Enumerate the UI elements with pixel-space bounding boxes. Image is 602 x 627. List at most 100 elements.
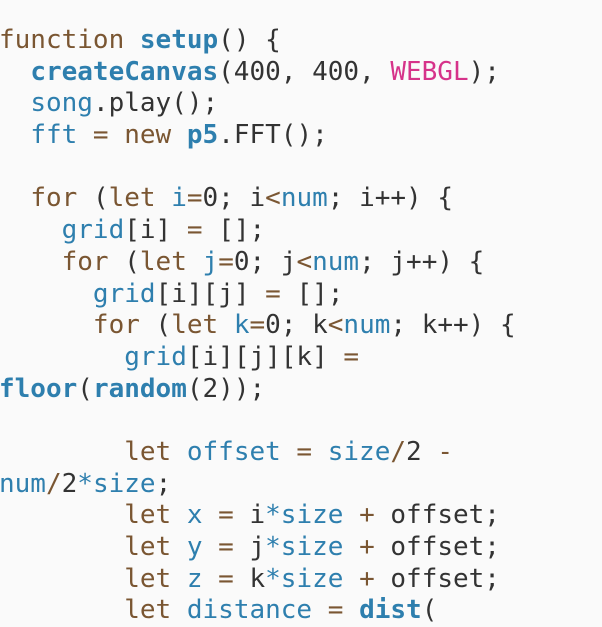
code-token: =	[249, 310, 266, 341]
code-token: <	[265, 183, 281, 214]
code-line[interactable]: grid[i][j][k] =	[0, 342, 516, 374]
code-token: <	[296, 246, 313, 277]
code-line[interactable]: floor(random(2));	[0, 374, 516, 406]
code-token: offset;	[390, 532, 500, 562]
code-token	[0, 183, 30, 213]
code-token: floor	[0, 373, 78, 404]
code-token: for	[92, 310, 156, 341]
code-token: let	[124, 532, 187, 562]
code-token: let	[171, 310, 234, 341]
code-token: size	[327, 436, 391, 467]
code-token	[0, 564, 124, 594]
code-token: size	[280, 563, 344, 594]
code-token: () {	[218, 25, 281, 55]
code-line[interactable]: for (let j=0; j<num; j++) {	[0, 247, 516, 279]
code-token: createCanvas	[30, 56, 219, 87]
code-token: (	[155, 310, 172, 341]
code-token: i	[249, 500, 266, 531]
code-token: +	[343, 500, 391, 531]
code-token: offset	[186, 436, 281, 467]
code-token: ; j++) {	[359, 246, 485, 277]
code-line[interactable]: let y = j*size + offset;	[0, 532, 516, 564]
code-token: setup	[139, 25, 219, 55]
code-token: (	[124, 246, 140, 277]
code-token: num	[343, 310, 391, 341]
code-token	[0, 500, 124, 530]
code-token: k	[249, 563, 266, 594]
code-token: =	[218, 246, 234, 277]
code-token: num	[280, 183, 328, 214]
code-token: +	[343, 532, 391, 562]
code-token: ;	[155, 468, 172, 499]
code-token: -	[437, 436, 453, 467]
code-token: WEBGL	[390, 56, 469, 87]
code-token	[0, 215, 62, 245]
code-token: 0; j	[233, 246, 297, 277]
code-token	[0, 120, 30, 150]
code-token: p5	[186, 120, 219, 151]
code-token: [];	[218, 215, 266, 246]
code-line[interactable]: grid[i][j] = [];	[0, 279, 516, 311]
code-token: let	[124, 595, 187, 626]
code-token: dist	[359, 595, 422, 626]
code-line[interactable]: function setup() {	[0, 25, 516, 57]
code-line[interactable]: song.play();	[0, 88, 516, 120]
code-token	[0, 88, 30, 118]
code-token: /	[390, 436, 407, 467]
code-token: random	[92, 373, 187, 404]
code-line[interactable]	[0, 405, 516, 437]
code-editor[interactable]: function setup() { createCanvas(400, 400…	[0, 25, 516, 627]
code-token: new	[124, 120, 187, 151]
code-token: for	[30, 183, 93, 214]
code-token: song	[30, 88, 93, 119]
code-token: for	[61, 246, 125, 277]
code-line[interactable]	[0, 152, 516, 184]
code-token: size	[92, 468, 156, 499]
code-token: size	[280, 532, 344, 562]
code-token: *	[265, 563, 281, 594]
code-line[interactable]: num/2*size;	[0, 469, 516, 501]
code-token: =	[265, 278, 297, 309]
code-token: *	[77, 468, 93, 499]
code-token: =	[343, 341, 360, 372]
code-line[interactable]: fft = new p5.FFT();	[0, 120, 516, 152]
code-token: +	[343, 563, 391, 594]
code-line[interactable]: createCanvas(400, 400, WEBGL);	[0, 57, 516, 89]
code-line[interactable]: let z = k*size + offset;	[0, 564, 516, 596]
code-token	[0, 247, 62, 277]
code-token	[0, 57, 30, 87]
code-token: z	[186, 563, 203, 594]
code-token: size	[280, 500, 344, 531]
code-line[interactable]: for (let i=0; i<num; i++) {	[0, 183, 516, 215]
code-line[interactable]: let offset = size/2 -	[0, 437, 516, 469]
code-token: =	[186, 183, 203, 214]
code-token: =	[280, 436, 328, 467]
code-line[interactable]: let x = i*size + offset;	[0, 500, 516, 532]
code-token: *	[265, 500, 281, 531]
code-token: grid	[92, 278, 156, 309]
code-token: (2));	[186, 373, 266, 404]
code-line[interactable]: for (let k=0; k<num; k++) {	[0, 310, 516, 342]
code-line[interactable]: let distance = dist(	[0, 595, 516, 627]
code-token: (	[421, 595, 438, 626]
code-token: .FFT();	[218, 120, 328, 151]
code-token: fft	[30, 120, 78, 151]
code-token: let	[108, 183, 172, 214]
code-token: offset;	[390, 500, 500, 531]
code-token: let	[124, 500, 187, 531]
code-token: =	[186, 215, 219, 246]
code-token: 2	[406, 436, 438, 467]
code-token: [i][j]	[155, 278, 266, 309]
code-token: j	[249, 532, 266, 562]
code-token: [i][j][k]	[186, 341, 344, 372]
code-token: (400, 400,	[218, 56, 391, 87]
code-token: function	[0, 25, 140, 55]
code-token: k	[233, 310, 250, 341]
code-line[interactable]: grid[i] = [];	[0, 215, 516, 247]
code-token: i	[171, 183, 187, 214]
code-token: j	[202, 246, 219, 277]
code-token: 2	[61, 468, 78, 499]
code-token: =	[77, 120, 125, 151]
code-token: =	[202, 500, 250, 531]
code-token: 0; k	[265, 310, 328, 341]
